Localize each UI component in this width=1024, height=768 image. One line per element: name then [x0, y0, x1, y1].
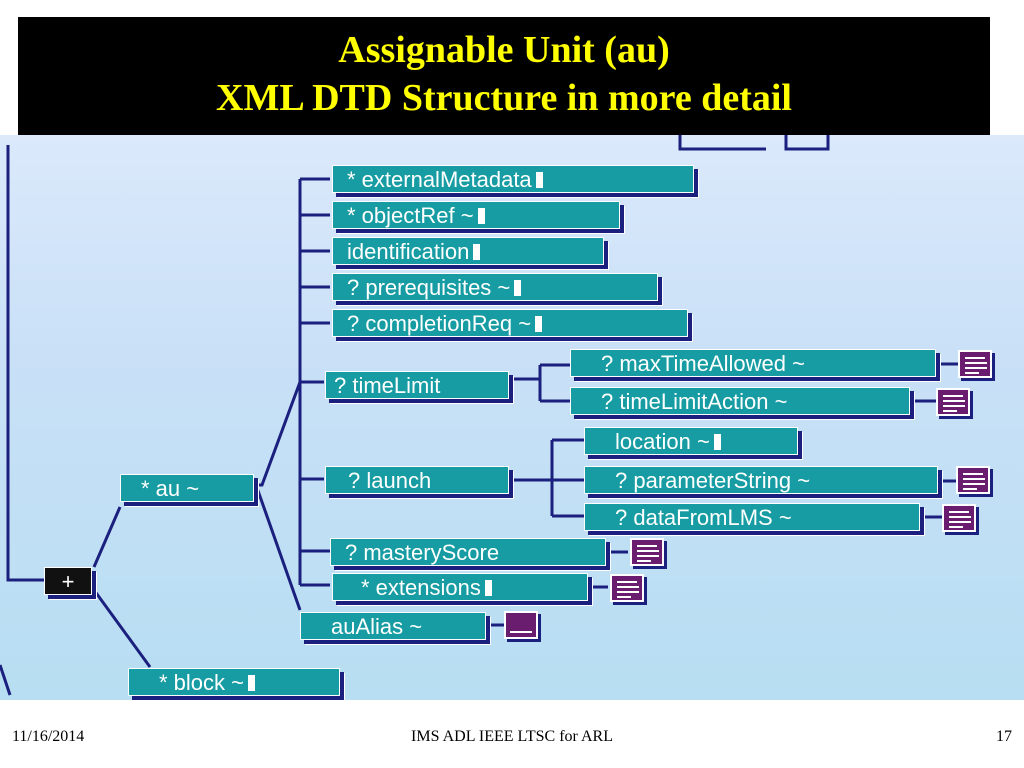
marker-icon [713, 434, 721, 450]
hidden-doc-edge [784, 135, 830, 151]
node-location[interactable]: location ~ [584, 427, 798, 455]
node-auAlias[interactable]: auAlias ~ [300, 612, 486, 640]
node-parameterString[interactable]: ? parameterString ~ [584, 466, 938, 494]
marker-icon [484, 580, 492, 596]
doc-icon-connectors [490, 362, 958, 627]
trunk-bottom-connector [0, 664, 12, 696]
document-icon [610, 574, 644, 602]
node-timeLimitAction[interactable]: ? timeLimitAction ~ [570, 387, 910, 415]
node-extensions[interactable]: * extensions [332, 573, 588, 601]
marker-icon [535, 172, 543, 188]
node-maxTimeAllowed[interactable]: ? maxTimeAllowed ~ [570, 349, 936, 377]
plus-branch-connector [92, 506, 152, 668]
marker-icon [535, 316, 543, 332]
marker-icon [514, 280, 522, 296]
au-bus-ticks [300, 177, 330, 587]
node-masteryScore[interactable]: ? masteryScore [330, 538, 606, 566]
document-icon [936, 388, 970, 416]
marker-icon [477, 208, 485, 224]
slide-title-line-2: XML DTD Structure in more detail [216, 77, 792, 119]
marker-icon [248, 675, 255, 691]
marker-icon [473, 244, 481, 260]
footer-page-number: 17 [996, 728, 1012, 745]
connector-lines [0, 135, 958, 696]
trunk-connector [6, 145, 44, 582]
document-icon [630, 538, 664, 566]
hidden-node-edge [678, 135, 766, 151]
footer-center-text: IMS ADL IEEE LTSC for ARL [411, 728, 613, 745]
node-timeLimit[interactable]: ? timeLimit [325, 371, 509, 399]
title-banner: Assignable Unit (au) XML DTD Structure i… [18, 17, 990, 135]
node-plus-group[interactable]: + [44, 567, 92, 595]
au-branch-connector [254, 381, 302, 611]
node-completionReq[interactable]: ? completionReq ~ [332, 309, 688, 337]
document-icon [956, 466, 990, 494]
node-externalMetadata[interactable]: * externalMetadata [332, 165, 694, 193]
node-launch[interactable]: ? launch [325, 466, 509, 494]
empty-element-icon [504, 611, 538, 639]
node-prerequisites[interactable]: ? prerequisites ~ [332, 273, 658, 301]
node-identification[interactable]: identification [332, 237, 604, 265]
launch-branch-connector [510, 438, 584, 518]
slide-title-line-1: Assignable Unit (au) [338, 29, 670, 71]
document-icon [942, 504, 976, 532]
node-dataFromLMS[interactable]: ? dataFromLMS ~ [584, 503, 920, 531]
timelimit-branch-connector [510, 363, 570, 403]
node-objectRef[interactable]: * objectRef ~ [332, 201, 620, 229]
node-au[interactable]: * au ~ [120, 474, 254, 502]
footer-date: 11/16/2014 [12, 728, 85, 745]
document-icon [958, 350, 992, 378]
node-block[interactable]: * block ~ [128, 668, 340, 696]
dtd-diagram: * externalMetadata * objectRef ~ identif… [0, 135, 1024, 700]
